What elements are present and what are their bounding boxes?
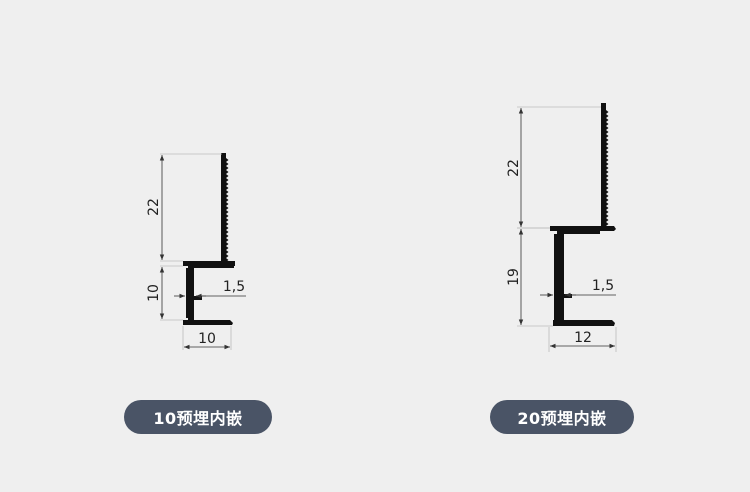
serration-tooth	[606, 174, 609, 178]
dim-20-upper-label: 22	[506, 159, 522, 177]
serration-tooth	[226, 158, 229, 162]
serration-tooth	[226, 190, 229, 194]
serration-tooth	[226, 182, 229, 186]
dim-10-lower	[159, 265, 183, 321]
serration-tooth	[226, 170, 229, 174]
serration-tooth	[606, 122, 609, 126]
serration-tooth	[606, 154, 609, 158]
serration-tooth	[226, 234, 229, 238]
dim-10-width	[182, 326, 232, 350]
serration-tooth	[226, 238, 229, 242]
profile-10-shape	[183, 153, 235, 325]
serration-tooth	[606, 142, 609, 146]
serration-tooth	[226, 178, 229, 182]
serration-tooth	[606, 210, 609, 214]
serration-tooth	[226, 162, 229, 166]
serration-tooth	[606, 222, 609, 226]
dim-20-upper	[517, 106, 601, 229]
profile-20-shape	[550, 103, 616, 326]
serration-tooth	[606, 138, 609, 142]
serration-tooth	[606, 162, 609, 166]
serration-tooth	[606, 118, 609, 122]
dim-20-width	[548, 327, 617, 352]
serration-tooth	[226, 254, 229, 258]
serration-tooth	[226, 242, 229, 246]
serration-tooth	[226, 222, 229, 226]
serration-tooth	[226, 246, 229, 250]
dim-10-upper	[159, 153, 222, 262]
profile-20-drawing: 22 19 1,5 12	[506, 103, 617, 352]
serration-tooth	[606, 130, 609, 134]
serration-tooth	[606, 146, 609, 150]
serration-tooth	[226, 250, 229, 254]
serration-tooth	[606, 170, 609, 174]
serration-tooth	[226, 166, 229, 170]
serration-tooth	[226, 214, 229, 218]
serration-tooth	[226, 226, 229, 230]
caption-20-badge: 20预埋内嵌	[490, 400, 634, 434]
serration-tooth	[226, 218, 229, 222]
serration-tooth	[606, 150, 609, 154]
profile-10-drawing: 22 10 1,5 10	[146, 153, 246, 350]
serration-tooth	[606, 178, 609, 182]
serration-tooth	[226, 210, 229, 214]
serration-tooth	[226, 186, 229, 190]
serration-tooth	[606, 202, 609, 206]
serration-tooth	[606, 126, 609, 130]
caption-10-badge: 10预埋内嵌	[124, 400, 272, 434]
serration-tooth	[226, 194, 229, 198]
serration-tooth	[606, 182, 609, 186]
dim-20-lower-label: 19	[506, 268, 522, 286]
dim-10-lower-label: 10	[146, 284, 162, 302]
serration-tooth	[226, 174, 229, 178]
serration-tooth	[606, 110, 609, 114]
serration-tooth	[226, 230, 229, 234]
serration-tooth	[606, 134, 609, 138]
serration-tooth	[606, 214, 609, 218]
serration-tooth	[226, 206, 229, 210]
serration-tooth	[606, 114, 609, 118]
serration-tooth	[606, 186, 609, 190]
dim-10-width-label: 10	[198, 331, 216, 347]
dim-20-thickness-label: 1,5	[592, 278, 614, 294]
serration-tooth	[606, 198, 609, 202]
dim-10-thickness-label: 1,5	[223, 279, 245, 295]
serration-tooth	[606, 190, 609, 194]
serration-tooth	[606, 166, 609, 170]
dim-20-width-label: 12	[574, 330, 592, 346]
serration-tooth	[226, 202, 229, 206]
serration-tooth	[606, 194, 609, 198]
serration-tooth	[606, 218, 609, 222]
dim-10-upper-label: 22	[146, 198, 162, 216]
serration-tooth	[226, 198, 229, 202]
serration-tooth	[606, 158, 609, 162]
serration-tooth	[606, 206, 609, 210]
dim-20-lower	[517, 227, 553, 327]
